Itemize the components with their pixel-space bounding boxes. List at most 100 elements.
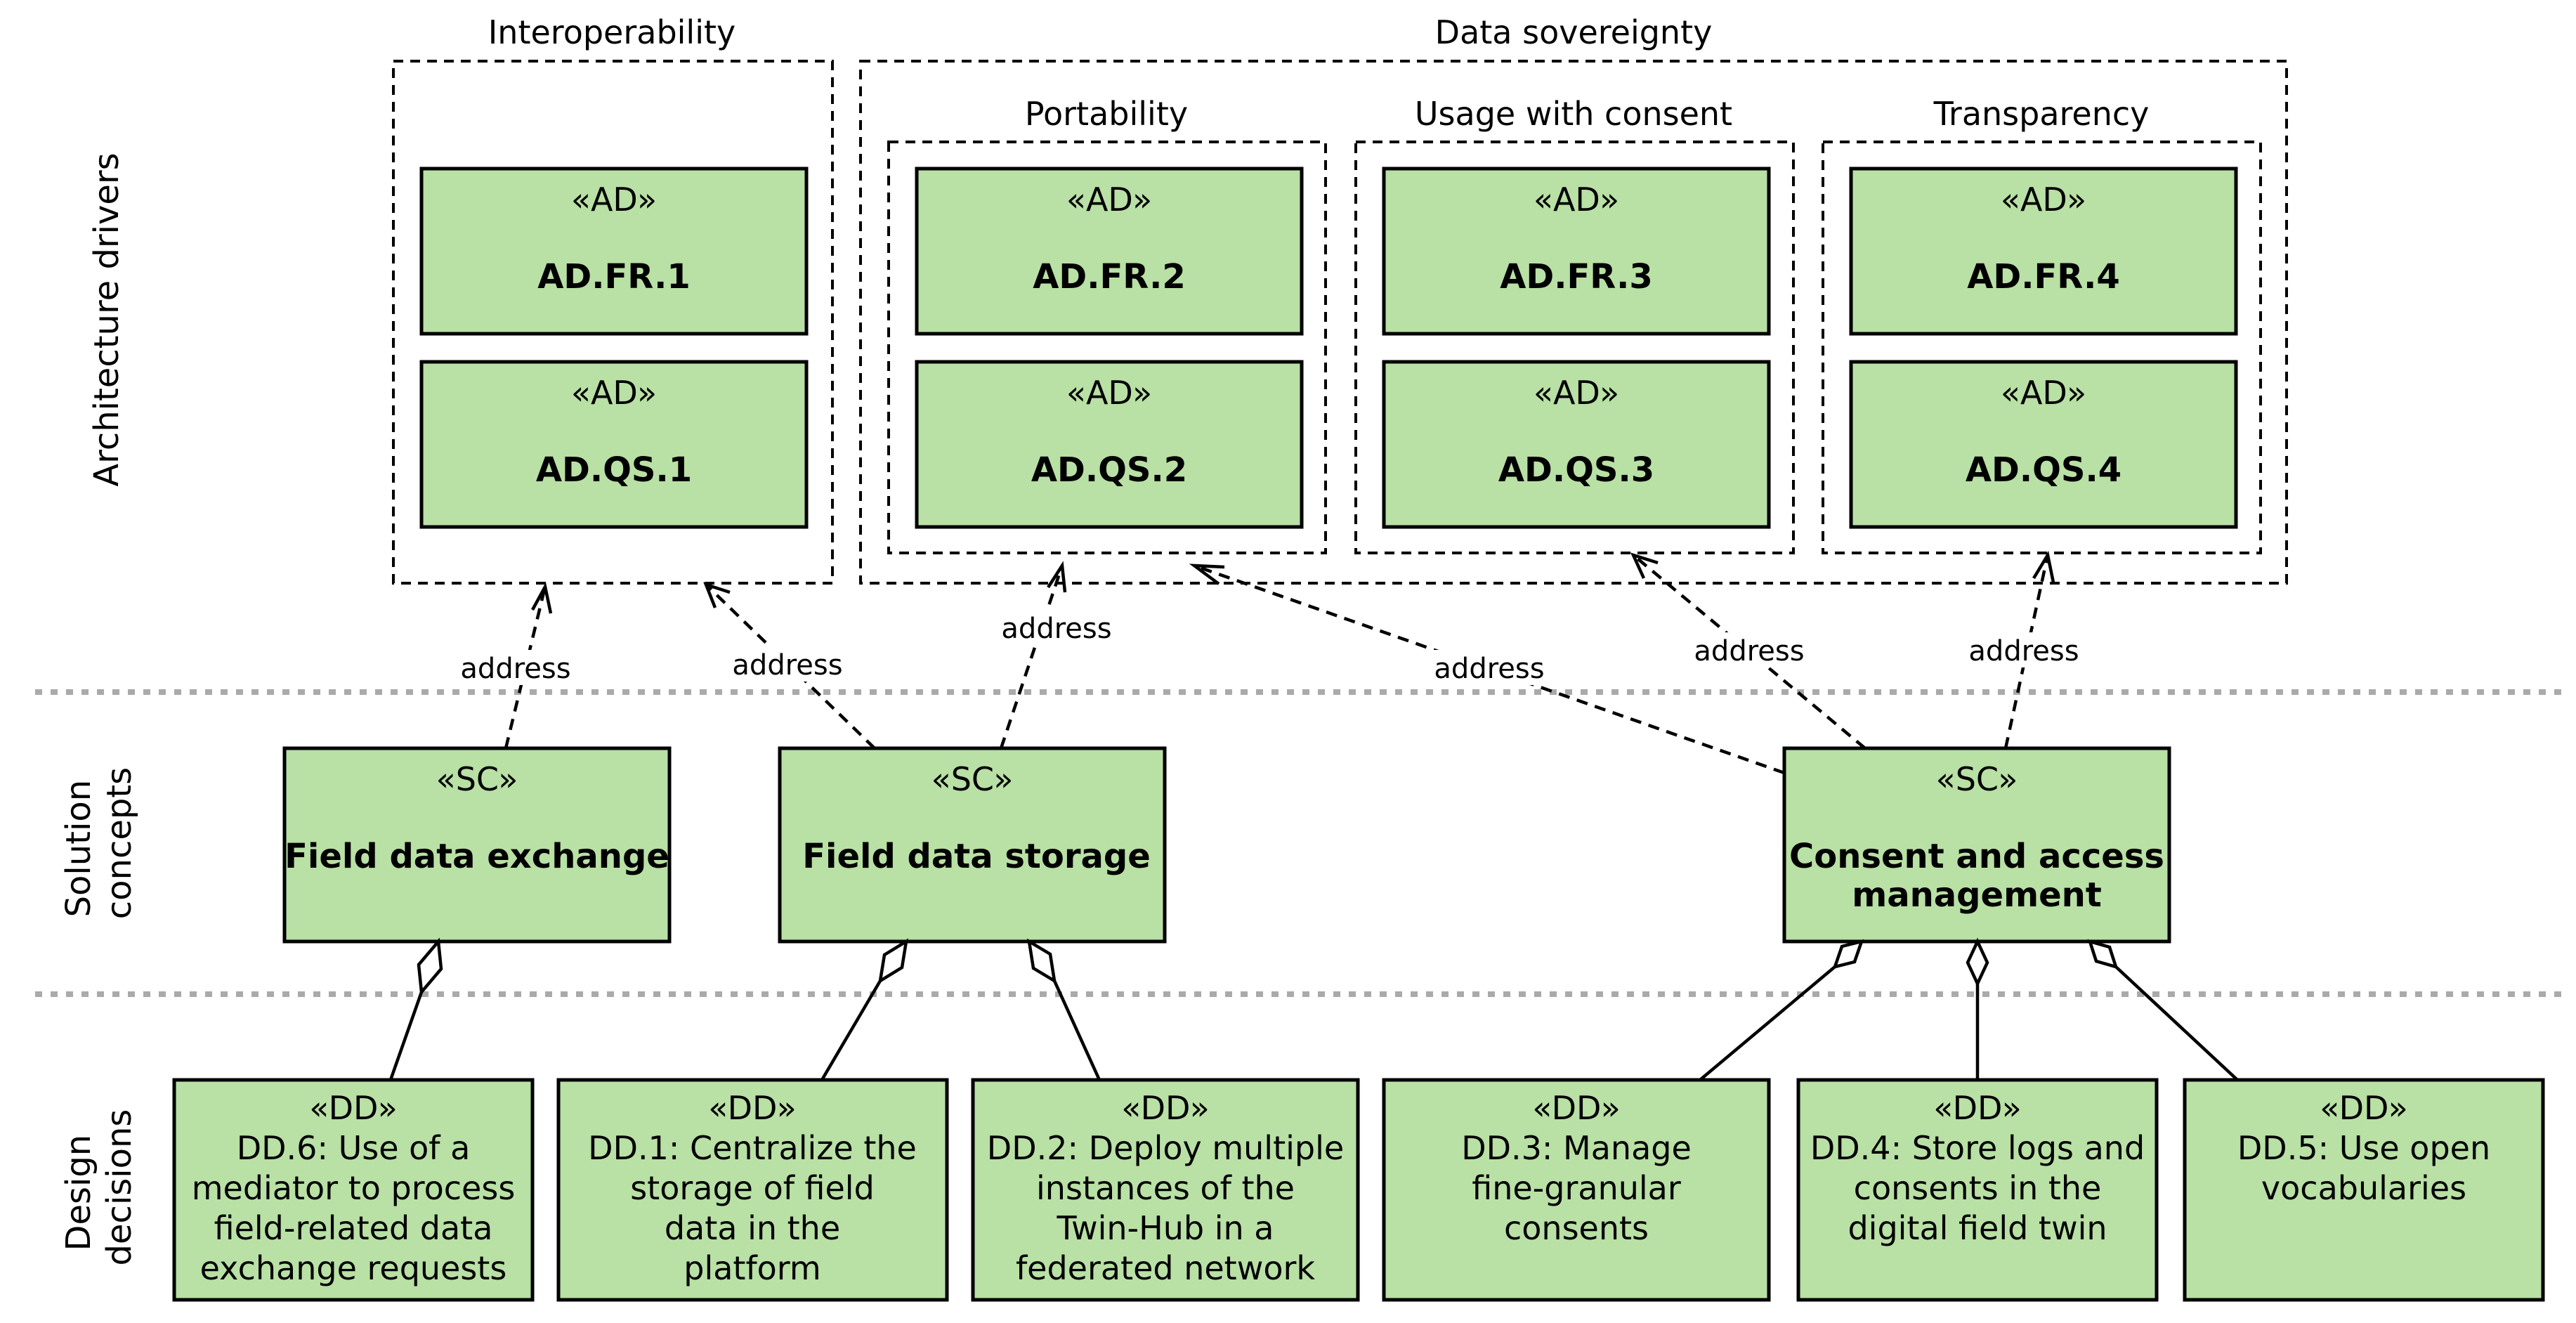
decision-text-line: federated network	[1016, 1249, 1315, 1287]
group-label-interoperability: Interoperability	[488, 13, 736, 51]
decision-text-line: Twin-Hub in a	[1057, 1209, 1274, 1247]
decision-stereotype: «DD»	[1933, 1089, 2022, 1127]
decision-text-line: data in the	[665, 1209, 840, 1247]
edge-label-address: address	[1694, 635, 1804, 667]
edge-label-address: address	[460, 653, 570, 685]
group-portability	[887, 141, 1327, 554]
driver-ad-qs-4: «AD» AD.QS.4	[1849, 360, 2238, 529]
driver-stereotype: «AD»	[1534, 374, 1619, 412]
decision-text-line: fine-granular	[1472, 1169, 1681, 1207]
decision-dd-3: «DD» DD.3: Manage fine-granular consents	[1382, 1078, 1771, 1302]
concept-title: management	[1852, 875, 2102, 915]
decision-text-line: storage of field	[630, 1169, 875, 1207]
concept-stereotype: «SC»	[436, 760, 518, 798]
aggregation-dd2-storage	[1027, 938, 1101, 1081]
dependency-storage-interoperability: address	[703, 582, 876, 750]
decision-text-line: DD.2: Deploy multiple	[987, 1129, 1344, 1167]
decision-dd-2: «DD» DD.2: Deploy multiple instances of …	[971, 1078, 1360, 1302]
driver-stereotype: «AD»	[1066, 181, 1152, 219]
aggregation-dd4-access	[1966, 937, 1989, 1080]
edge-label-address: address	[732, 649, 842, 682]
concept-title: Field data storage	[802, 837, 1151, 876]
group-transparency	[1822, 141, 2262, 554]
driver-ad-fr-1: «AD» AD.FR.1	[419, 167, 809, 336]
decision-text-line: mediator to process	[192, 1169, 516, 1207]
edge-label-address: address	[1001, 613, 1111, 645]
decision-text-line: DD.4: Store logs and	[1810, 1129, 2145, 1167]
dependency-exchange-interoperability: address	[457, 582, 575, 749]
decision-stereotype: «DD»	[1532, 1089, 1621, 1127]
aggregation-dd5-access	[2087, 939, 2239, 1081]
driver-id: AD.FR.1	[537, 257, 691, 296]
decision-dd-6: «DD» DD.6: Use of a mediator to process …	[172, 1078, 535, 1302]
decision-text-line: DD.1: Centralize the	[588, 1129, 917, 1167]
decision-text-line: DD.6: Use of a	[237, 1129, 471, 1167]
aggregation-dd3-access	[1699, 939, 1864, 1081]
decision-text-line: instances of the	[1036, 1169, 1295, 1207]
lane-label-solution-concepts: Solution concepts	[59, 767, 139, 919]
group-label-transparency: Transparency	[1933, 95, 2150, 133]
concept-title: Field data exchange	[285, 837, 669, 876]
concept-consent-and-access-management: «SC» Consent and access management	[1782, 746, 2171, 944]
driver-id: AD.QS.4	[1966, 450, 2121, 490]
group-usage-with-consent	[1354, 141, 1795, 554]
driver-ad-qs-1: «AD» AD.QS.1	[419, 360, 809, 529]
decision-dd-5: «DD» DD.5: Use open vocabularies	[2183, 1078, 2545, 1302]
lane-label-design-decisions: Design decisions	[59, 1109, 139, 1266]
group-label-data-sovereignty: Data sovereignty	[1435, 13, 1713, 51]
driver-stereotype: «AD»	[2001, 374, 2086, 412]
decision-stereotype: «DD»	[1121, 1089, 1210, 1127]
edge-label-address: address	[1434, 653, 1544, 685]
driver-ad-fr-2: «AD» AD.FR.2	[915, 167, 1304, 336]
concept-field-data-exchange: «SC» Field data exchange	[282, 746, 672, 944]
decision-text-line: DD.5: Use open	[2237, 1129, 2490, 1167]
driver-id: AD.FR.2	[1033, 257, 1186, 296]
dependency-access-transparency: address	[1965, 550, 2083, 749]
lane-label-architecture-drivers: Architecture drivers	[87, 152, 126, 486]
decision-text-line: vocabularies	[2261, 1169, 2466, 1207]
decision-dd-1: «DD» DD.1: Centralize the storage of fie…	[556, 1078, 949, 1302]
dependency-storage-portability: address	[998, 561, 1116, 749]
concept-title: Consent and access	[1789, 837, 2164, 876]
decision-text-line: DD.3: Manage	[1461, 1129, 1692, 1167]
driver-ad-fr-4: «AD» AD.FR.4	[1849, 167, 2238, 336]
driver-id: AD.FR.4	[1967, 257, 2120, 296]
concept-stereotype: «SC»	[1936, 760, 2018, 798]
aggregation-dd1-storage	[820, 938, 909, 1081]
lane-label-design-decisions-line: Design	[59, 1135, 98, 1251]
lane-label-design-decisions-line: decisions	[100, 1109, 139, 1266]
driver-stereotype: «AD»	[1066, 374, 1152, 412]
group-label-portability: Portability	[1025, 95, 1188, 133]
driver-id: AD.QS.1	[536, 450, 692, 490]
decision-text-line: platform	[684, 1249, 820, 1287]
driver-stereotype: «AD»	[571, 374, 657, 412]
aggregation-dd6-exchange	[388, 937, 443, 1081]
driver-stereotype: «AD»	[1534, 181, 1619, 219]
driver-id: AD.QS.2	[1031, 450, 1187, 490]
edge-label-address: address	[1968, 635, 2079, 667]
decision-text-line: consents	[1504, 1209, 1649, 1247]
concept-field-data-storage: «SC» Field data storage	[778, 746, 1167, 944]
driver-stereotype: «AD»	[2001, 181, 2086, 219]
decision-text-line: digital field twin	[1848, 1209, 2107, 1247]
decision-stereotype: «DD»	[309, 1089, 398, 1127]
group-data-sovereignty	[859, 60, 2288, 585]
driver-ad-fr-3: «AD» AD.FR.3	[1382, 167, 1771, 336]
decision-stereotype: «DD»	[708, 1089, 797, 1127]
decision-stereotype: «DD»	[2320, 1089, 2408, 1127]
decision-text-line: field-related data	[214, 1209, 493, 1247]
driver-id: AD.FR.3	[1500, 257, 1653, 296]
group-label-usage-with-consent: Usage with consent	[1415, 95, 1732, 133]
lane-label-solution-concepts-line: concepts	[100, 767, 139, 919]
driver-id: AD.QS.3	[1498, 450, 1654, 490]
group-interoperability	[392, 60, 834, 585]
dependency-access-sovereignty: address	[1189, 563, 1785, 775]
dependency-access-usage-with-consent: address	[1630, 552, 1866, 750]
driver-ad-qs-3: «AD» AD.QS.3	[1382, 360, 1771, 529]
concept-stereotype: «SC»	[931, 760, 1014, 798]
driver-ad-qs-2: «AD» AD.QS.2	[915, 360, 1304, 529]
driver-stereotype: «AD»	[571, 181, 657, 219]
decision-dd-4: «DD» DD.4: Store logs and consents in th…	[1796, 1078, 2159, 1302]
decision-text-line: consents in the	[1854, 1169, 2102, 1207]
